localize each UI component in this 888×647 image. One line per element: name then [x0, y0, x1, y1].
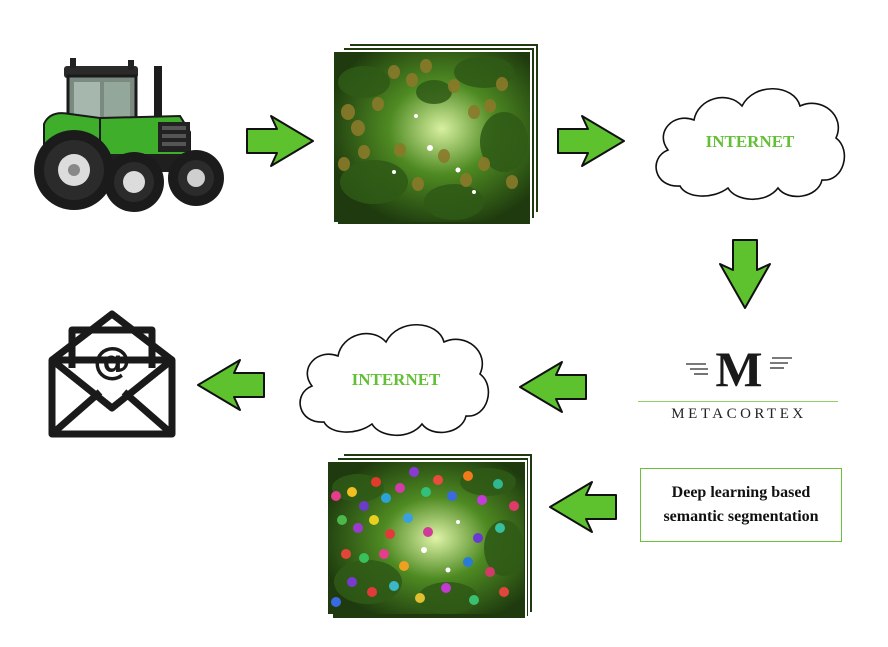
logo-divider — [638, 401, 838, 402]
metacortex-m-mark: M — [686, 342, 792, 394]
arrow-down-icon — [719, 239, 771, 309]
internet-cloud-bottom: INTERNET — [299, 323, 490, 436]
internet-label: INTERNET — [352, 370, 441, 389]
internet-label: INTERNET — [706, 132, 795, 151]
arrow-left-icon — [519, 361, 587, 413]
segmented-kiwifruit-photo — [328, 462, 524, 614]
kiwifruit-canopy-photo — [334, 52, 530, 222]
arrow-left-icon — [549, 481, 617, 533]
arrow-right-icon — [557, 115, 625, 167]
arrow-left-icon — [197, 359, 265, 411]
metacortex-wordmark: METACORTEX — [671, 406, 807, 422]
at-sign-glyph: @ — [93, 339, 131, 383]
segmentation-line-1: Deep learning based — [671, 484, 811, 501]
segmentation-box: Deep learning based semantic segmentatio… — [640, 468, 842, 542]
segmentation-line-2: semantic segmentation — [663, 508, 819, 525]
arrow-right-icon — [246, 115, 314, 167]
tractor-illustration — [34, 58, 224, 212]
internet-cloud-top: INTERNET — [655, 87, 846, 200]
metacortex-m-letter: M — [715, 342, 762, 394]
email-envelope-icon: @ — [48, 310, 176, 438]
